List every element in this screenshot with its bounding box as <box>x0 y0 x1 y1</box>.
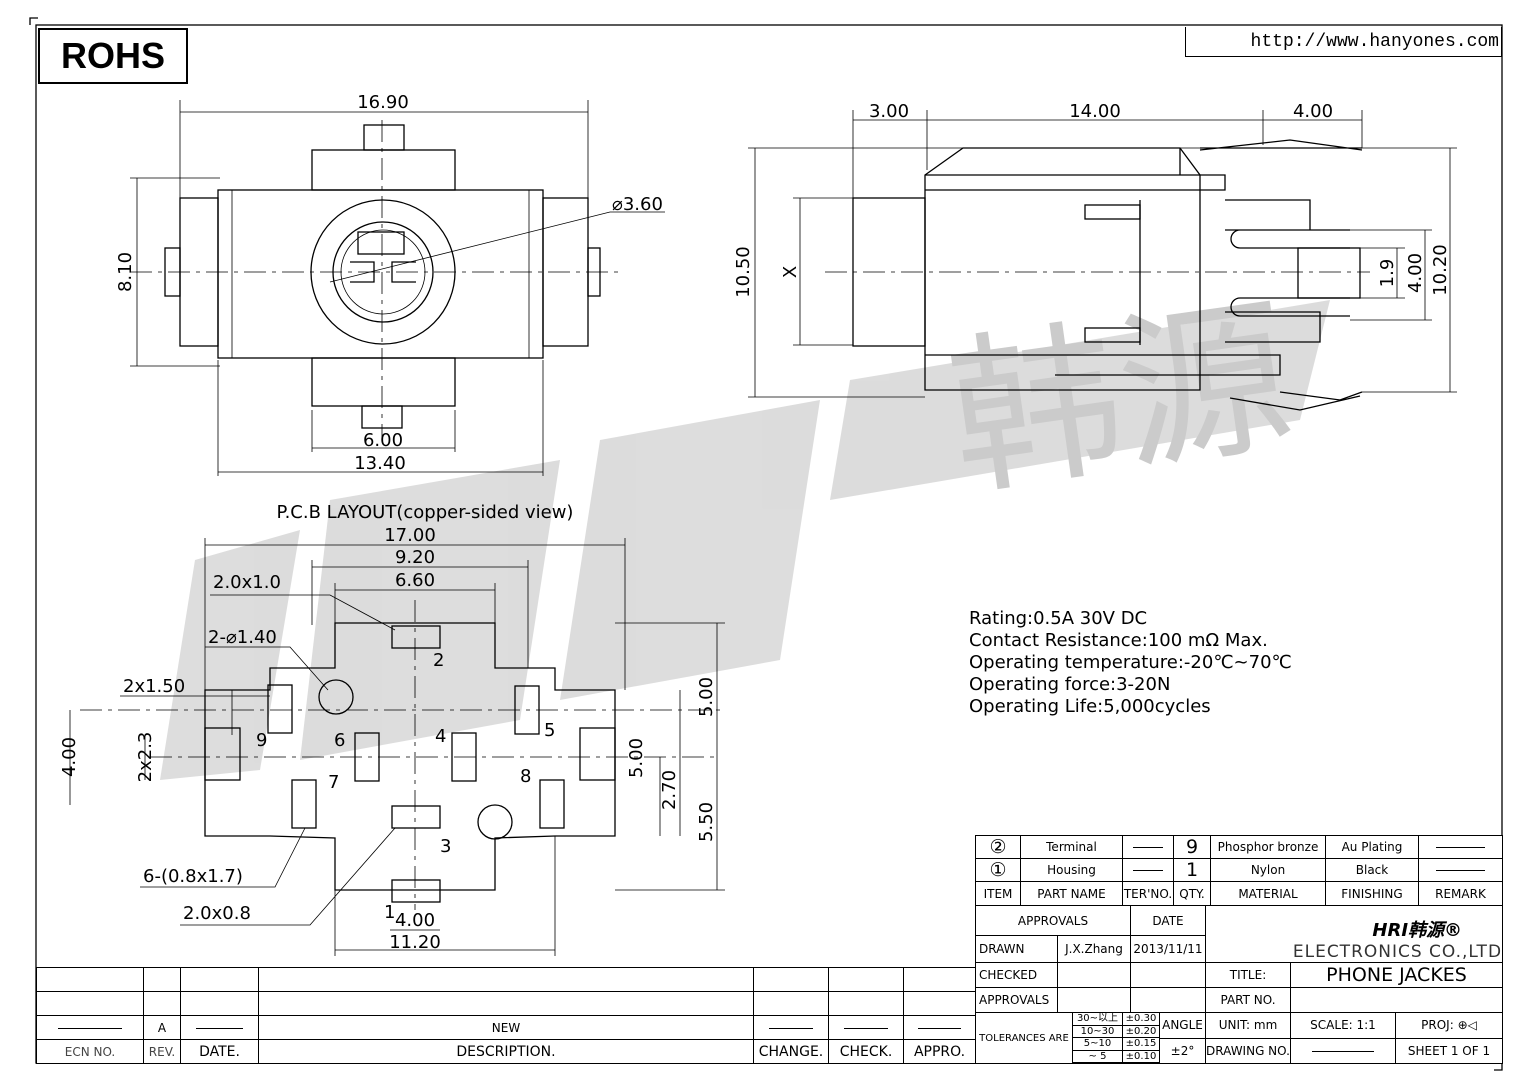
svg-text:10.50: 10.50 <box>733 246 754 298</box>
rohs-badge: ROHS <box>38 28 188 84</box>
svg-text:17.00: 17.00 <box>384 525 436 546</box>
svg-text:2-⌀1.40: 2-⌀1.40 <box>208 627 277 648</box>
svg-text:4.00: 4.00 <box>1293 101 1333 122</box>
spec-life: Operating Life:5,000cycles <box>969 696 1211 717</box>
svg-text:X: X <box>780 266 801 278</box>
svg-text:5.00: 5.00 <box>626 738 647 778</box>
svg-text:5.50: 5.50 <box>696 802 717 842</box>
spec-rating: Rating:0.5A 30V DC <box>969 608 1148 629</box>
svg-text:11.20: 11.20 <box>389 932 441 953</box>
pcb-layout: P.C.B LAYOUT(copper-sided view) 1 2 3 4 … <box>59 502 725 956</box>
svg-text:9: 9 <box>256 730 267 751</box>
projection-symbol-icon: ⊕◁ <box>1457 1018 1477 1033</box>
spec-force: Operating force:3-20N <box>969 674 1171 695</box>
svg-text:13.40: 13.40 <box>354 453 406 474</box>
drawing-title: PHONE JACKES <box>1289 962 1504 988</box>
company-name: ELECTRONICS CO.,LTD <box>1292 942 1503 962</box>
svg-text:韩源: 韩源 <box>938 277 1302 520</box>
svg-text:1.9: 1.9 <box>1377 259 1398 288</box>
svg-text:4.00: 4.00 <box>395 910 435 931</box>
svg-text:10.20: 10.20 <box>1430 244 1451 296</box>
side-view: 3.00 14.00 4.00 10.50 X 1.9 4.00 10.20 <box>733 101 1457 411</box>
svg-text:14.00: 14.00 <box>1069 101 1121 122</box>
svg-text:2.0x0.8: 2.0x0.8 <box>183 903 251 924</box>
svg-text:4: 4 <box>435 726 446 747</box>
svg-text:5.00: 5.00 <box>696 677 717 717</box>
svg-text:9.20: 9.20 <box>395 547 435 568</box>
svg-text:2.0x1.0: 2.0x1.0 <box>213 572 281 593</box>
svg-text:2x1.50: 2x1.50 <box>123 676 185 697</box>
svg-text:8.10: 8.10 <box>115 252 136 292</box>
svg-text:3.00: 3.00 <box>869 101 909 122</box>
svg-text:16.90: 16.90 <box>357 92 409 113</box>
revision-header: ECN NO.REV.DATE.DESCRIPTION.CHANGE.CHECK… <box>36 1039 976 1064</box>
svg-text:2: 2 <box>433 650 444 671</box>
spec-temperature: Operating temperature:-20℃~70℃ <box>969 652 1292 673</box>
svg-text:1: 1 <box>384 902 395 923</box>
svg-text:6.00: 6.00 <box>363 430 403 451</box>
svg-text:8: 8 <box>520 766 531 787</box>
svg-text:5: 5 <box>544 720 555 741</box>
svg-text:7: 7 <box>328 772 339 793</box>
svg-text:⌀3.60: ⌀3.60 <box>612 194 663 215</box>
svg-text:6.60: 6.60 <box>395 570 435 591</box>
company-logo: HRI韩源® <box>1372 920 1463 941</box>
pcb-title: P.C.B LAYOUT(copper-sided view) <box>277 502 574 523</box>
svg-text:3: 3 <box>440 836 451 857</box>
svg-text:2.70: 2.70 <box>659 770 680 810</box>
svg-text:6: 6 <box>334 730 345 751</box>
website-url: http://www.hanyones.com <box>1185 27 1502 57</box>
svg-text:6-(0.8x1.7): 6-(0.8x1.7) <box>143 866 243 887</box>
svg-text:4.00: 4.00 <box>1405 253 1426 293</box>
svg-text:2x2.3: 2x2.3 <box>135 732 156 783</box>
svg-text:4.00: 4.00 <box>59 737 80 777</box>
spec-resistance: Contact Resistance:100 mΩ Max. <box>969 630 1268 651</box>
top-view: 16.90 8.10 6.00 13.40 ⌀3.60 <box>115 92 665 476</box>
